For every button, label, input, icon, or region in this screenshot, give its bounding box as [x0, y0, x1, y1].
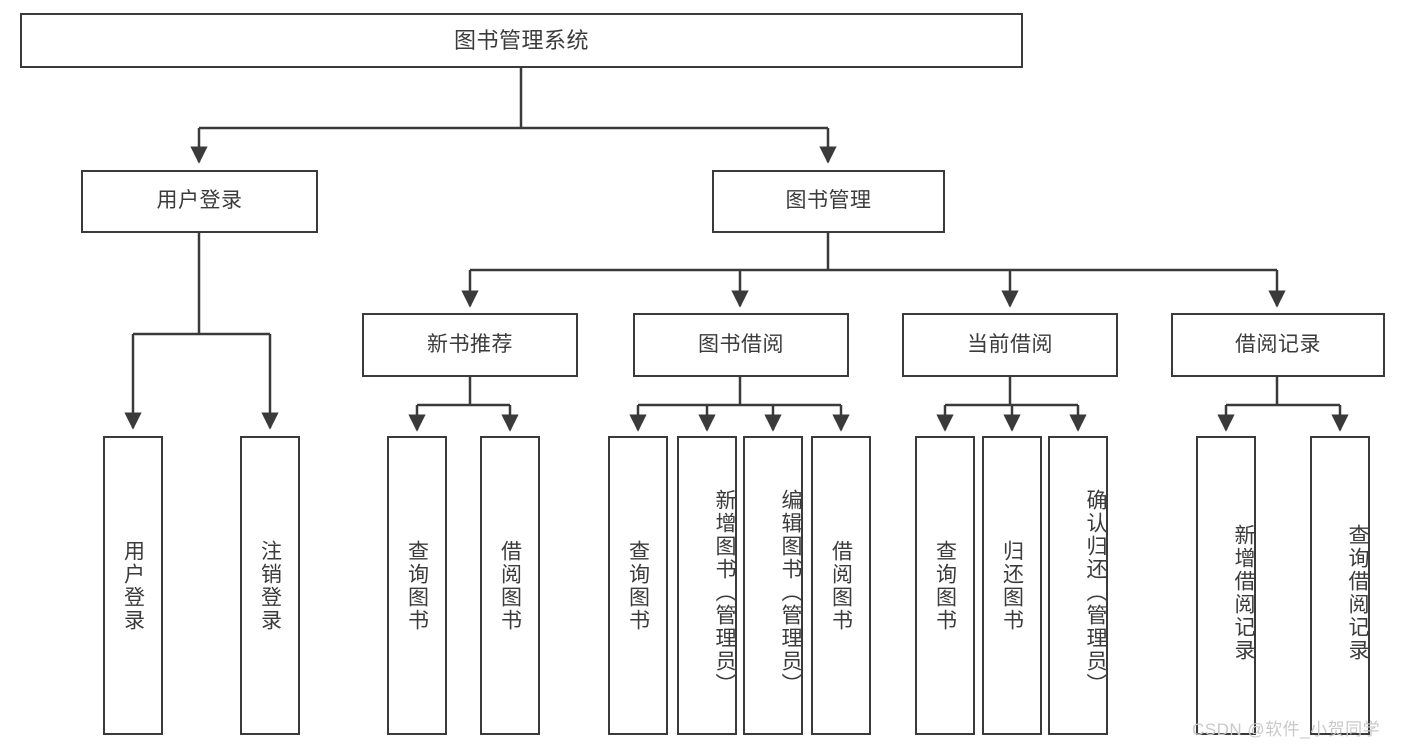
- node-book-borrow[interactable]: 图书借阅: [633, 313, 849, 377]
- leaf-user-login-signin[interactable]: 用户登录: [103, 436, 163, 735]
- leaf-borrow-edit-book-admin[interactable]: 编辑图书（管理员）: [743, 436, 803, 735]
- leaf-new-book-borrow[interactable]: 借阅图书: [480, 436, 540, 735]
- leaf-new-book-query[interactable]: 查询图书: [387, 436, 447, 735]
- node-new-book-recommend[interactable]: 新书推荐: [362, 313, 578, 377]
- node-current-borrow[interactable]: 当前借阅: [902, 313, 1118, 377]
- leaf-borrow-query-book[interactable]: 查询图书: [608, 436, 668, 735]
- node-book-management[interactable]: 图书管理: [712, 170, 945, 233]
- csdn-watermark: CSDN @软件_小贺同学: [1192, 720, 1381, 739]
- leaf-borrow-add-book-admin[interactable]: 新增图书（管理员）: [677, 436, 737, 735]
- leaf-record-add-borrow-record[interactable]: 新增借阅记录: [1196, 436, 1256, 735]
- leaf-user-login-signout[interactable]: 注销登录: [240, 436, 300, 735]
- leaf-borrow-borrow-book[interactable]: 借阅图书: [811, 436, 871, 735]
- leaf-current-confirm-return-admin[interactable]: 确认归还（管理员）: [1048, 436, 1108, 735]
- node-borrow-record[interactable]: 借阅记录: [1171, 313, 1385, 377]
- leaf-current-query-book[interactable]: 查询图书: [915, 436, 975, 735]
- node-root-system[interactable]: 图书管理系统: [20, 13, 1023, 68]
- leaf-record-query-borrow-record[interactable]: 查询借阅记录: [1310, 436, 1370, 735]
- node-user-login[interactable]: 用户登录: [81, 170, 318, 233]
- leaf-current-return-book[interactable]: 归还图书: [982, 436, 1042, 735]
